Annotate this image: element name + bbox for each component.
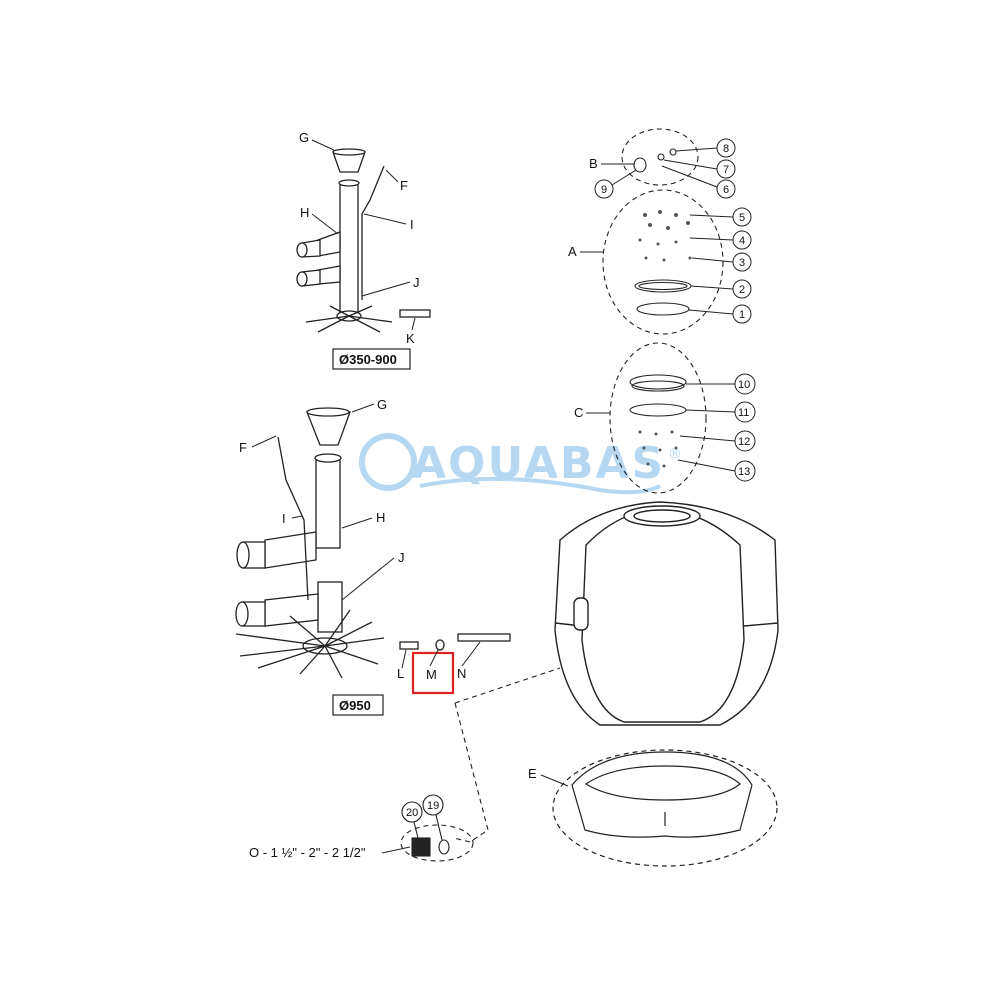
top-assembly-labels: G F H I J K Ø350-900 (299, 130, 420, 370)
label-bottom-I: I (282, 511, 286, 526)
label-bottom-M: M (426, 667, 437, 682)
callout-13: 13 (738, 466, 750, 478)
callout-10: 10 (738, 379, 750, 391)
label-top-H: H (300, 205, 309, 220)
callout-6: 6 (723, 184, 729, 196)
lid-group-A-labels: A B 9 8 7 6 5 4 3 2 1 (568, 138, 752, 324)
label-O-sizes: O - 1 ½" - 2" - 2 1/2" (249, 845, 366, 860)
watermark: AQUABAS ® (359, 433, 682, 495)
callout-5: 5 (739, 212, 745, 224)
filter-tank (554, 501, 779, 726)
label-size-top: Ø350-900 (339, 352, 397, 367)
lid-group-A (602, 128, 724, 335)
bottom-funnel-G (306, 411, 351, 446)
callout-7: 7 (723, 164, 729, 176)
label-top-G: G (299, 130, 309, 145)
label-A: A (568, 244, 577, 259)
top-lateral-assembly (296, 148, 431, 333)
callout-12: 12 (738, 436, 750, 448)
callout-19: 19 (427, 800, 439, 812)
label-top-F: F (400, 178, 408, 193)
label-C: C (574, 405, 583, 420)
watermark-logo-icon (359, 433, 417, 491)
watermark-reg: ® (668, 446, 682, 462)
label-E: E (528, 766, 537, 781)
label-bottom-G: G (377, 397, 387, 412)
label-bottom-J: J (398, 550, 405, 565)
label-B: B (589, 156, 598, 171)
flange-group-C (609, 342, 707, 494)
bottom-lateral-assembly (235, 407, 511, 679)
label-bottom-F: F (239, 440, 247, 455)
label-top-I: I (410, 217, 414, 232)
label-bottom-H: H (376, 510, 385, 525)
outlet-group-O (400, 667, 561, 862)
label-top-K: K (406, 331, 415, 346)
bottom-assembly-labels: G F I H J L M N Ø950 (239, 397, 481, 716)
callout-11: 11 (738, 407, 749, 419)
base-group-E (552, 749, 778, 867)
flange-group-C-labels: C 10 11 12 13 (574, 373, 756, 482)
callout-20: 20 (406, 807, 418, 819)
label-top-J: J (413, 275, 420, 290)
callout-3: 3 (739, 257, 745, 269)
label-bottom-N: N (457, 666, 466, 681)
callout-1: 1 (739, 309, 745, 321)
callout-9: 9 (601, 184, 607, 196)
outlet-labels: 20 19 O - 1 ½" - 2" - 2 1/2" (249, 800, 439, 860)
highlight-box-M (411, 651, 455, 695)
callout-4: 4 (739, 235, 745, 247)
label-size-bottom: Ø950 (339, 698, 371, 713)
base-labels: E (528, 766, 569, 787)
callout-2: 2 (739, 284, 745, 296)
callout-8: 8 (723, 143, 729, 155)
label-bottom-L: L (397, 666, 404, 681)
